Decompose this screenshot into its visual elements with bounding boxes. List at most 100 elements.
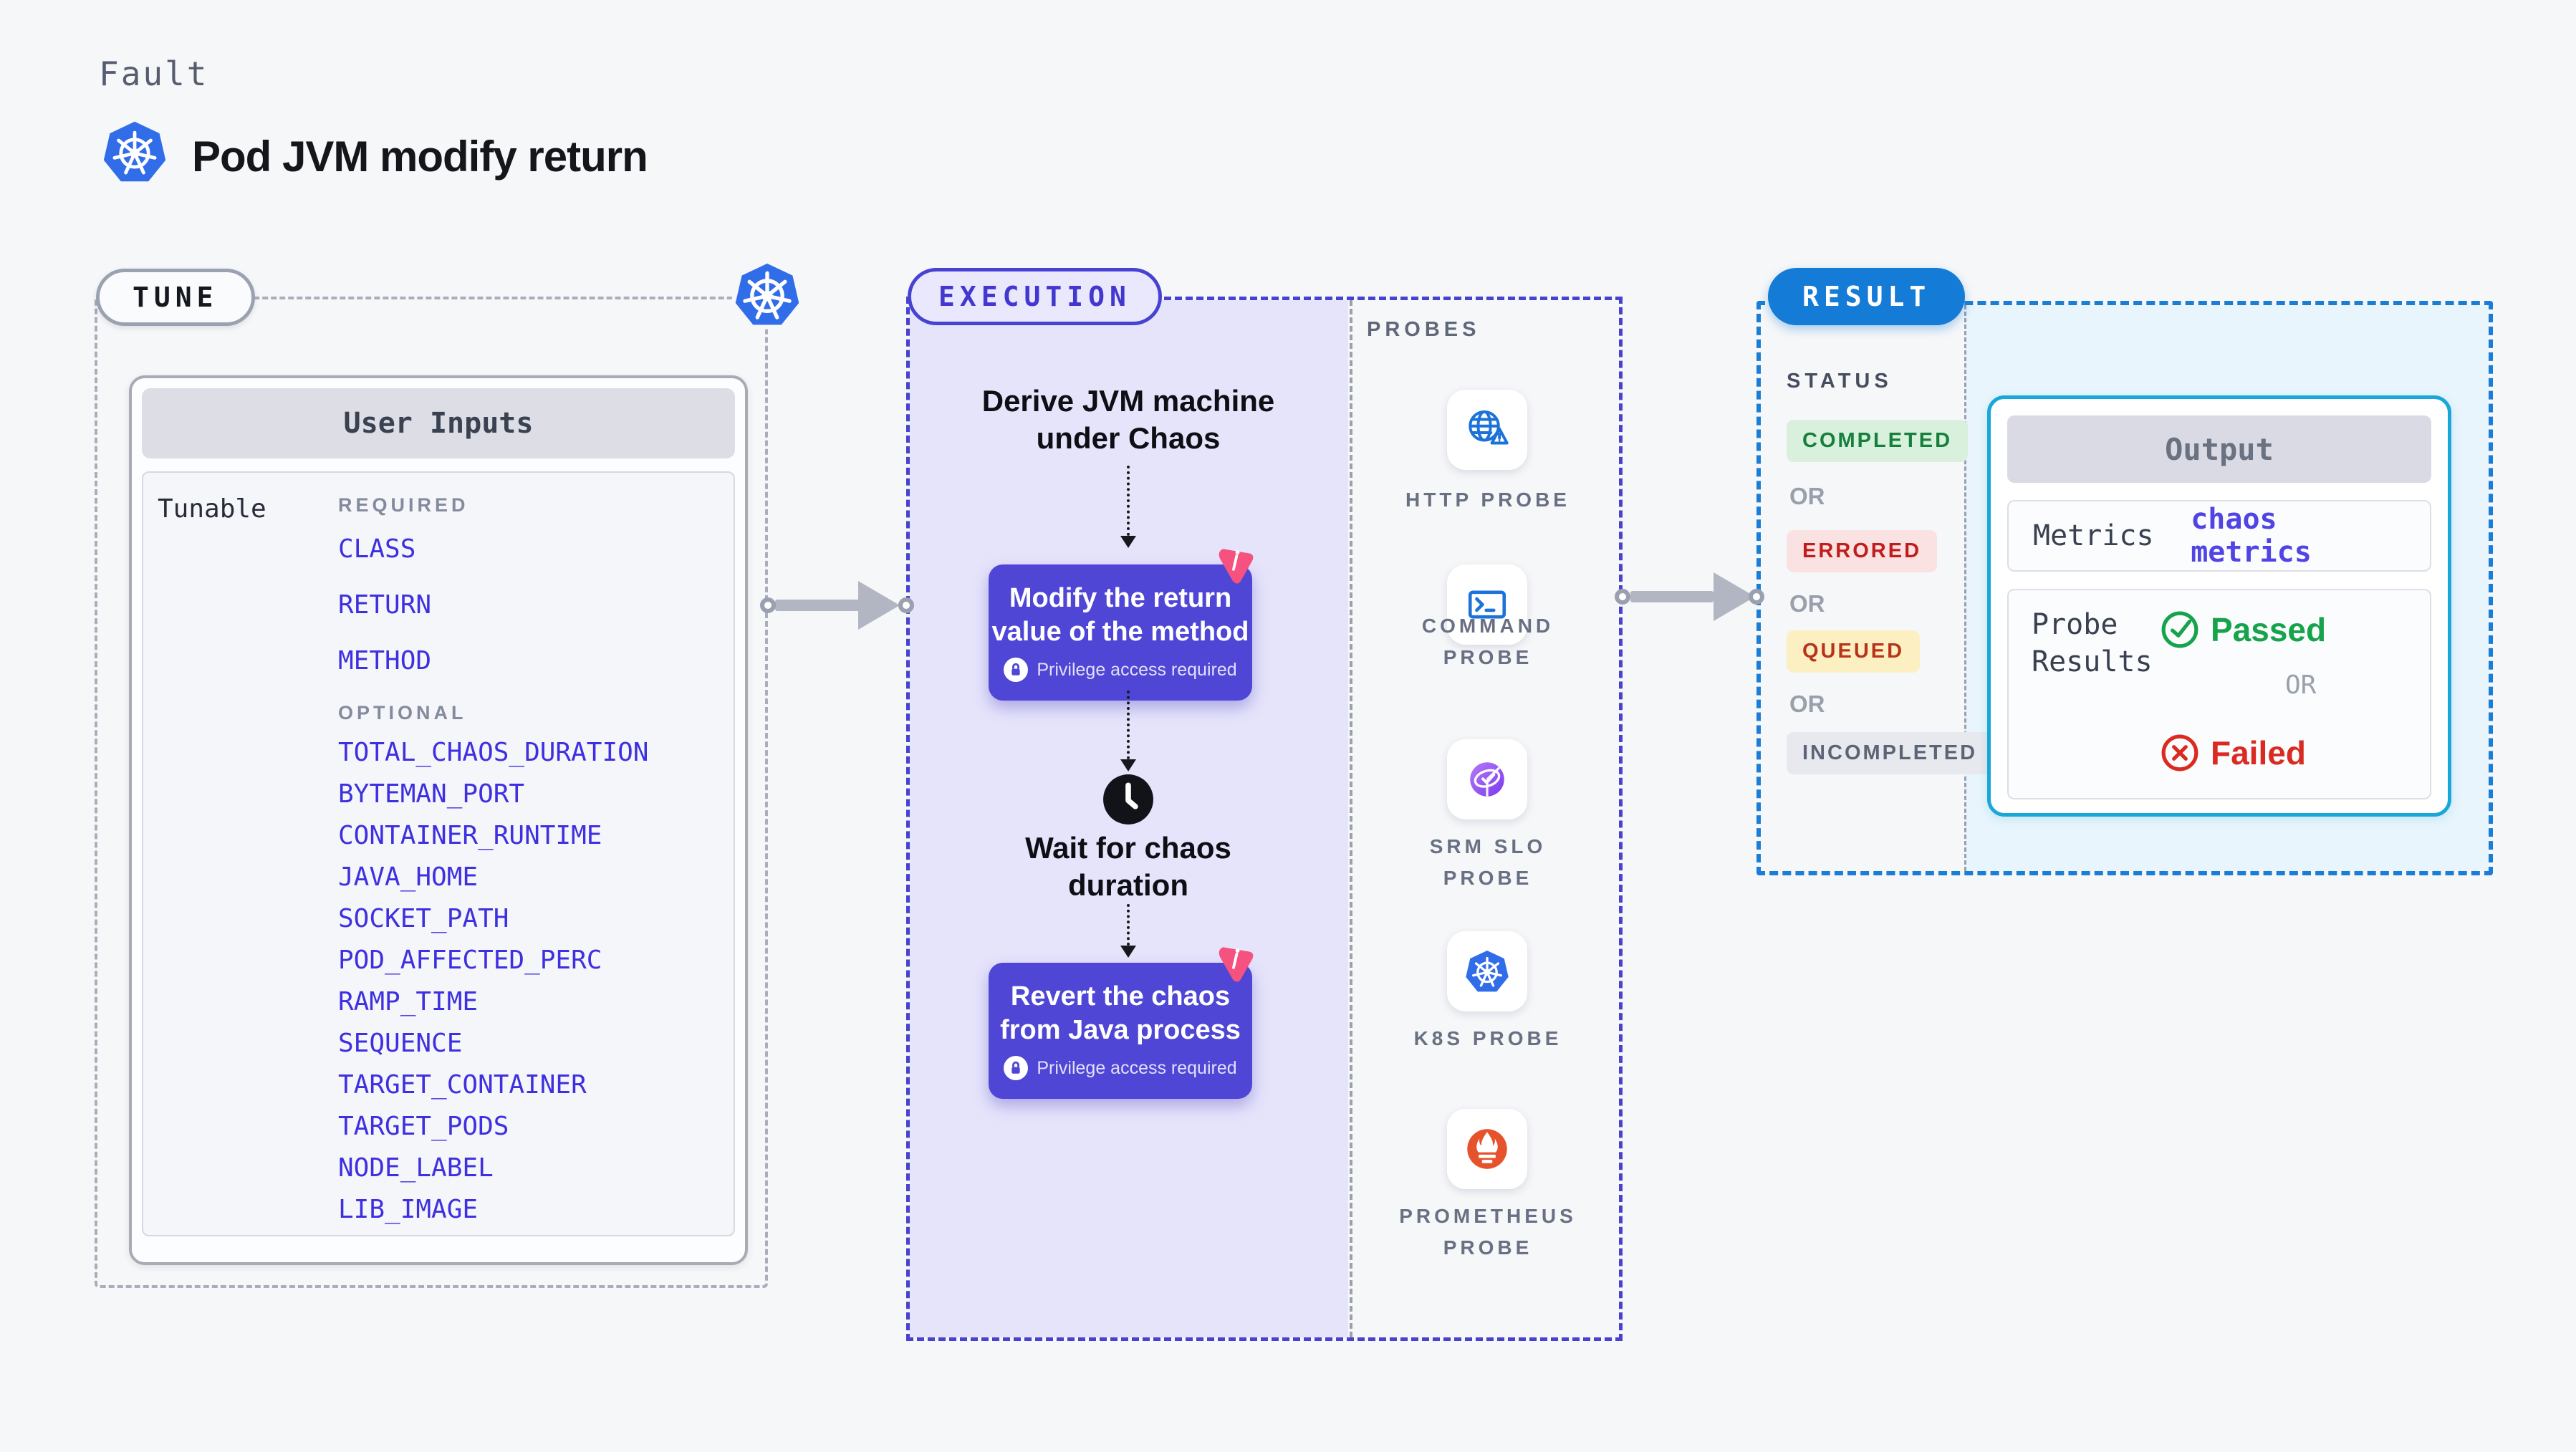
tunable-link[interactable]: BYTEMAN_PORT <box>338 779 525 809</box>
tune-to-execution-arrow <box>775 600 860 611</box>
derive-line-2: under Chaos <box>1036 421 1221 455</box>
kubernetes-icon <box>103 121 166 182</box>
privilege-note-text: Privilege access required <box>1037 1057 1237 1078</box>
srm-slo-probe-card <box>1447 739 1527 819</box>
probe-label-line: PROBE <box>1443 867 1533 889</box>
flow-dotted-connector <box>1127 691 1130 759</box>
or-separator: OR <box>1789 483 1825 509</box>
user-inputs-header: User Inputs <box>142 388 735 458</box>
required-group-label: REQUIRED <box>338 494 469 516</box>
probe-label-line: K8S PROBE <box>1413 1027 1562 1049</box>
wait-line-2: duration <box>1068 868 1188 902</box>
tunable-link[interactable]: TOTAL_CHAOS_DURATION <box>338 738 649 767</box>
tunable-link[interactable]: RAMP_TIME <box>338 987 479 1016</box>
passed-text: Passed <box>2211 611 2327 648</box>
flow-dotted-connector <box>1127 466 1130 536</box>
status-badge-incompleted: INCOMPLETED <box>1787 732 1994 774</box>
flow-arrowhead-icon <box>1120 536 1136 548</box>
execution-to-result-arrow <box>1630 591 1714 602</box>
tunable-link[interactable]: TARGET_PODS <box>338 1112 509 1141</box>
optional-group-label: OPTIONAL <box>338 702 467 723</box>
tunable-link[interactable]: TARGET_CONTAINER <box>338 1070 587 1100</box>
revert-chaos-step: Revert the chaos from Java process Privi… <box>989 963 1252 1099</box>
modify-line-1: Modify the return <box>1009 583 1232 613</box>
fault-eyebrow: Fault <box>99 54 209 93</box>
privilege-note: Privilege access required <box>989 1056 1252 1099</box>
metrics-label: Metrics <box>2033 519 2154 552</box>
tunable-link[interactable]: SEQUENCE <box>338 1029 463 1058</box>
chaos-logo-icon <box>1219 549 1254 584</box>
connector-node <box>760 597 776 613</box>
wait-line-1: Wait for chaos <box>1025 831 1231 865</box>
prometheus-probe-card <box>1447 1109 1527 1189</box>
probes-section-label: PROBES <box>1367 318 1481 341</box>
probe-label-line: SRM SLO <box>1429 835 1547 857</box>
modify-line-2: value of the method <box>991 617 1249 647</box>
tunable-row-label: Tunable <box>158 494 266 524</box>
http-probe-card <box>1447 390 1527 470</box>
required-tunables-list: CLASS RETURN METHOD <box>338 536 431 674</box>
lock-icon <box>1004 1056 1029 1080</box>
check-circle-icon <box>2161 611 2198 648</box>
tune-badge: TUNE <box>96 269 255 326</box>
probe-results-row <box>2007 589 2431 799</box>
tunable-link[interactable]: RETURN <box>338 590 432 620</box>
optional-tunables-list: TOTAL_CHAOS_DURATION BYTEMAN_PORT CONTAI… <box>338 739 648 1223</box>
probe-results-label-line: Results <box>2032 645 2153 678</box>
tunable-link[interactable]: POD_AFFECTED_PERC <box>338 946 602 975</box>
tune-dashed-box <box>95 297 768 1288</box>
connector-node <box>898 597 914 613</box>
flow-arrowhead-icon <box>1120 946 1136 958</box>
status-section-label: STATUS <box>1787 370 1893 393</box>
status-badge-errored: ERRORED <box>1787 530 1938 572</box>
tunable-link[interactable]: SOCKET_PATH <box>338 904 509 933</box>
srm-slo-probe-label: SRM SLO PROBE <box>1354 831 1622 894</box>
kubernetes-icon <box>730 258 804 330</box>
execution-badge: EXECUTION <box>908 268 1162 325</box>
result-badge: RESULT <box>1768 268 1966 325</box>
flow-arrowhead-icon <box>1120 759 1136 771</box>
chaos-metrics-link[interactable]: chaos metrics <box>2191 503 2312 569</box>
tunable-link[interactable]: NODE_LABEL <box>338 1153 494 1183</box>
http-probe-label: HTTP PROBE <box>1354 484 1622 516</box>
tunable-link[interactable]: CONTAINER_RUNTIME <box>338 821 602 850</box>
revert-line-1: Revert the chaos <box>1010 981 1231 1011</box>
arrow-head-icon <box>1714 572 1755 621</box>
tunables-list-panel <box>142 471 735 1236</box>
page-title: Pod JVM modify return <box>192 133 648 181</box>
connector-node <box>1749 589 1764 605</box>
status-badge-completed: COMPLETED <box>1787 420 1969 462</box>
probe-results-label-line: Probe <box>2032 608 2118 641</box>
metrics-row: Metrics chaos metrics <box>2007 500 2431 572</box>
probe-label-line: PROMETHEUS <box>1399 1205 1577 1227</box>
derive-step-text: Derive JVM machine under Chaos <box>906 383 1350 457</box>
probe-label-line: PROBE <box>1443 646 1533 668</box>
tunable-link[interactable]: JAVA_HOME <box>338 862 479 892</box>
slo-gauge-icon <box>1470 762 1504 797</box>
prometheus-icon <box>1467 1129 1507 1169</box>
chaos-logo-icon <box>1219 947 1254 982</box>
passed-result: Passed <box>2161 610 2326 649</box>
failed-result: Failed <box>2161 734 2306 772</box>
command-probe-card <box>1447 564 1527 645</box>
failed-text: Failed <box>2211 734 2306 771</box>
or-separator: OR <box>1789 691 1825 717</box>
command-probe-label: COMMAND PROBE <box>1354 610 1622 673</box>
lock-icon <box>1004 658 1029 682</box>
kubernetes-icon <box>1466 950 1509 992</box>
execution-dashed-box <box>906 297 1623 1341</box>
probe-label-line: COMMAND <box>1421 615 1554 637</box>
flow-dotted-connector <box>1127 904 1130 946</box>
tunable-link[interactable]: CLASS <box>338 534 416 564</box>
k8s-probe-card <box>1447 931 1527 1011</box>
x-circle-icon <box>2161 734 2198 771</box>
tunable-link[interactable]: LIB_IMAGE <box>338 1195 479 1224</box>
clock-icon <box>1103 774 1153 824</box>
probes-divider <box>1350 300 1352 1337</box>
result-dashed-box <box>1756 301 2493 875</box>
wait-step-text: Wait for chaos duration <box>906 830 1350 904</box>
tunable-link[interactable]: METHOD <box>338 646 432 675</box>
terminal-icon <box>1468 590 1506 619</box>
probe-results-label: Probe Results <box>2032 606 2153 681</box>
